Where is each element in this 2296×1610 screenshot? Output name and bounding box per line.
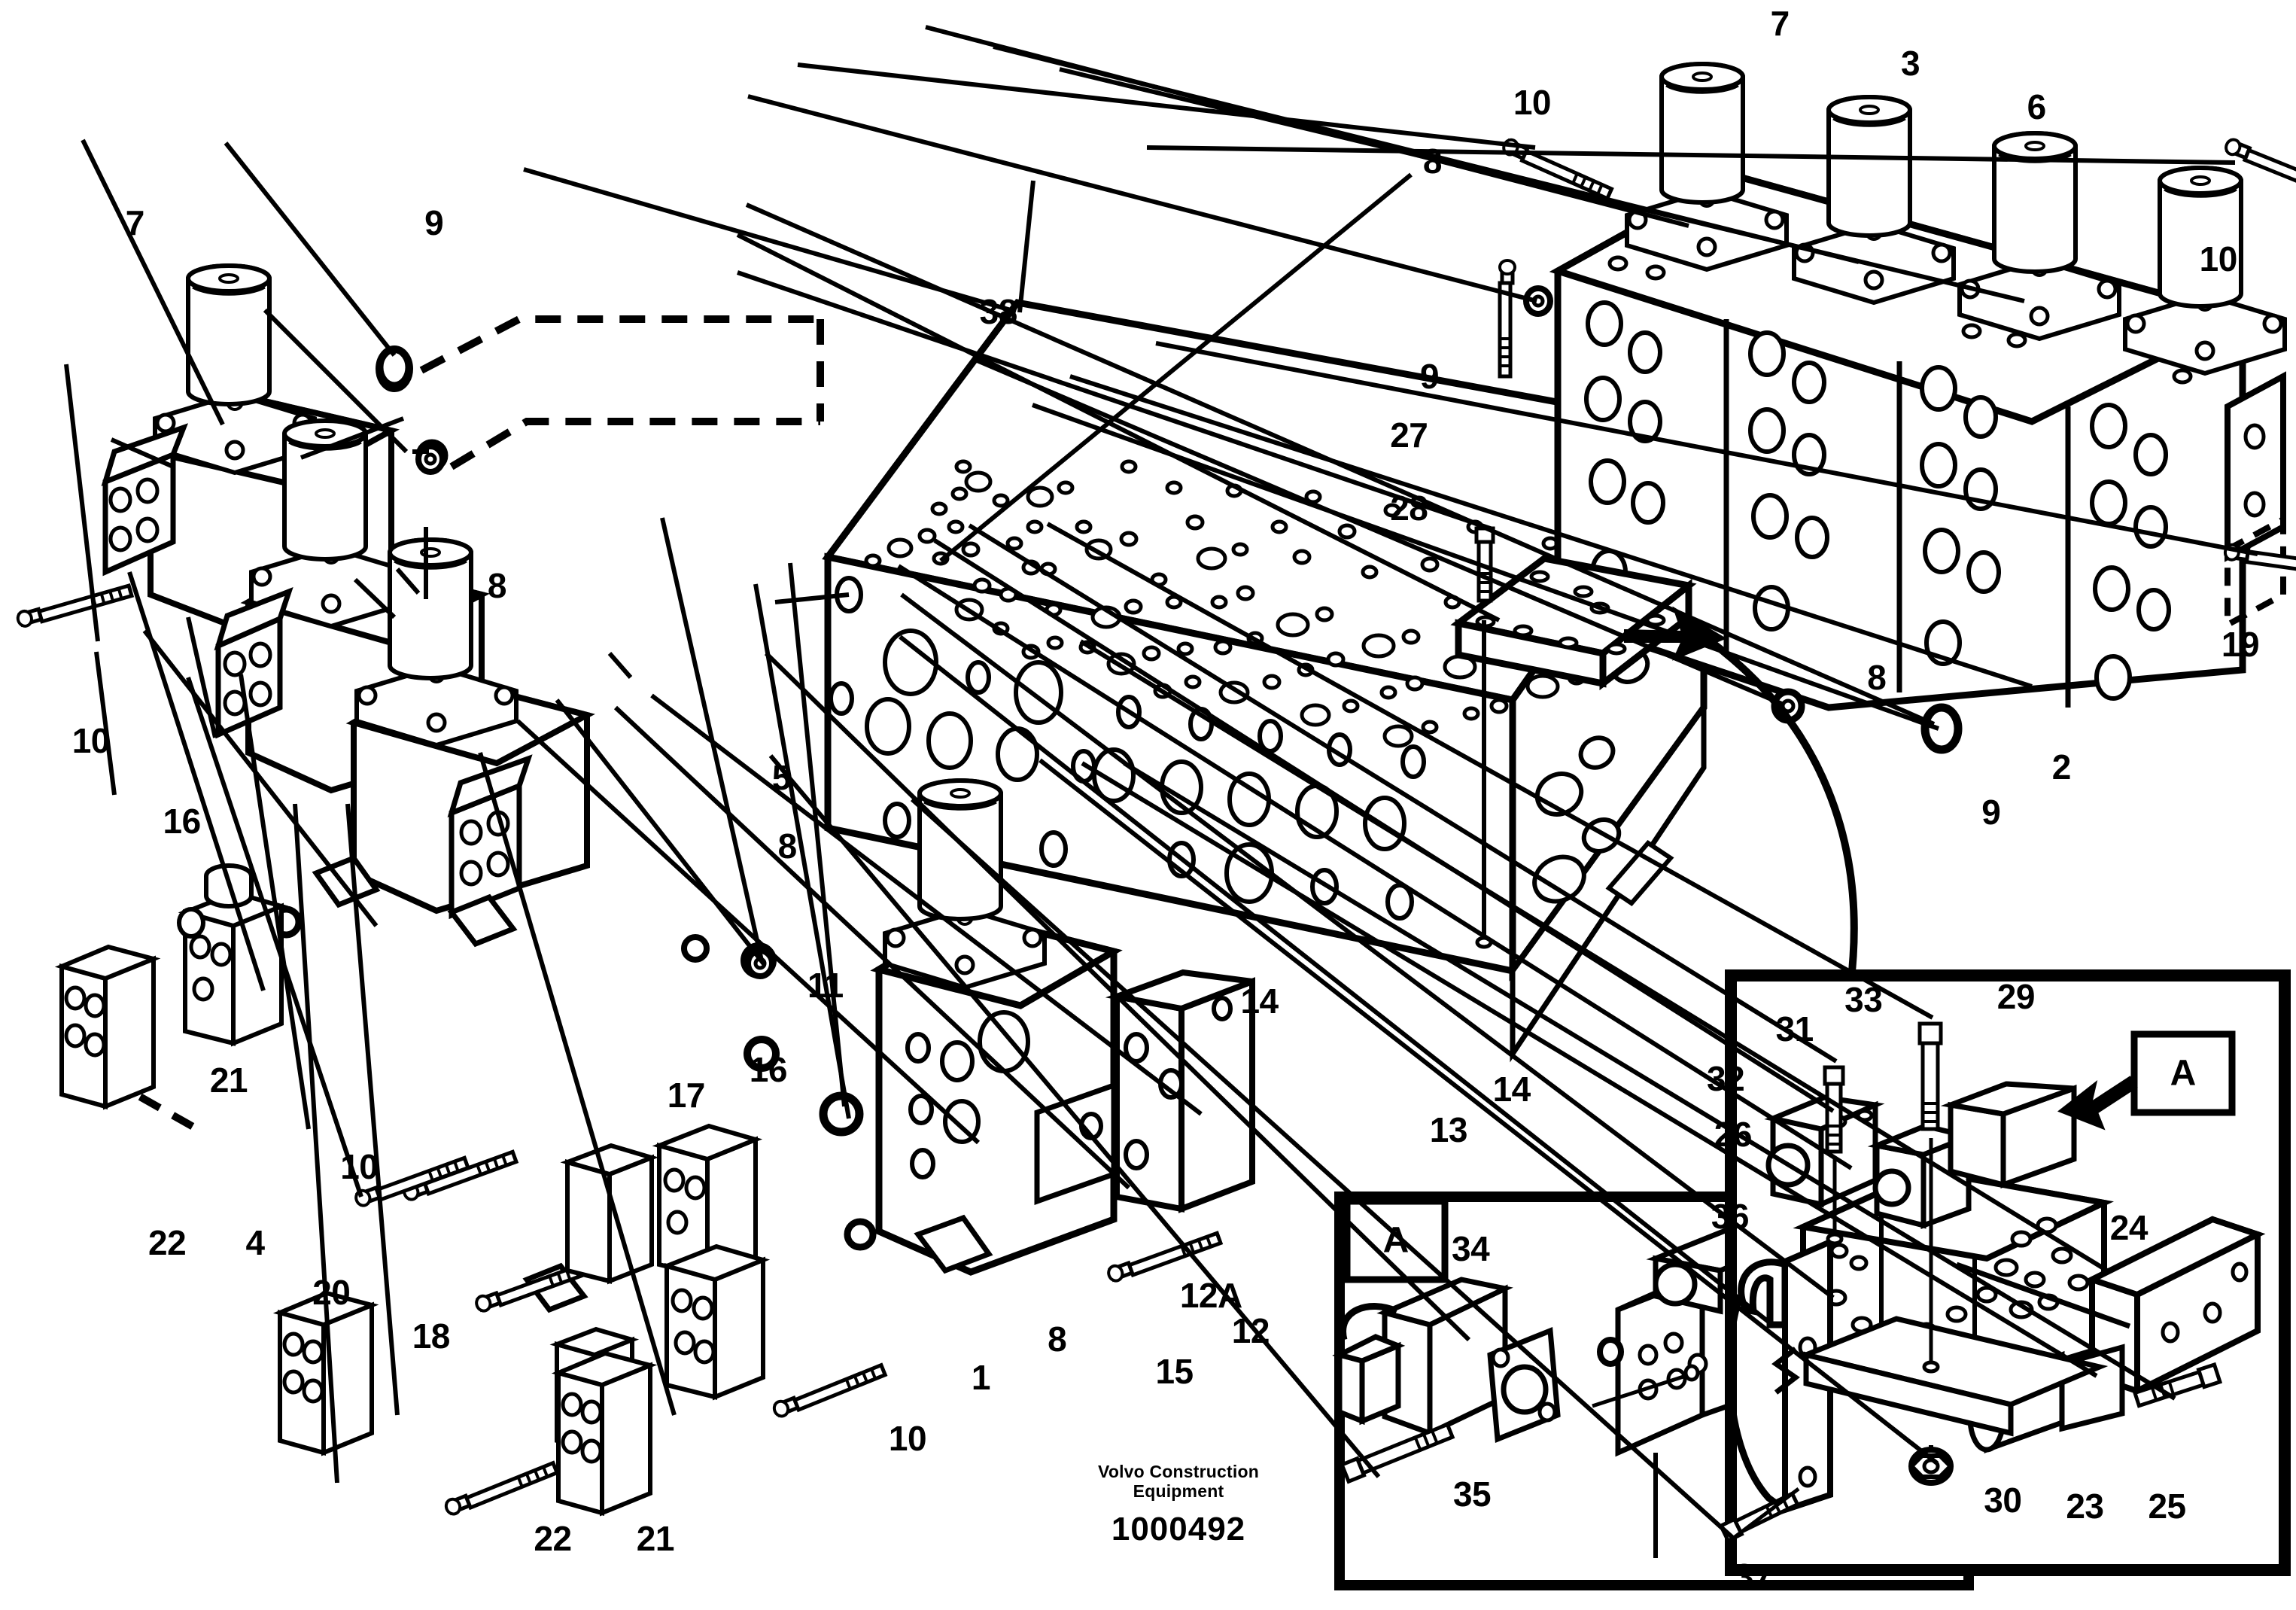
callout-21: 21	[209, 1061, 248, 1100]
callout-20: 20	[312, 1273, 351, 1313]
leader-curve-detailA	[1706, 636, 1858, 979]
callout-9: 9	[1981, 793, 2001, 832]
brand-line-1: Volvo Construction	[1097, 1462, 1260, 1481]
callout-6: 6	[2027, 87, 2047, 126]
callout-16: 16	[163, 801, 201, 841]
callout-29: 29	[1996, 977, 2036, 1017]
callout-38: 38	[979, 292, 1018, 332]
valve-bank-right	[1549, 64, 2285, 711]
callout-8: 8	[1867, 658, 1887, 698]
callout-8: 8	[487, 565, 507, 605]
callout-36: 36	[1711, 1196, 1750, 1236]
callout-17: 17	[667, 1075, 706, 1115]
port-blocks-left	[62, 863, 771, 1513]
callout-9: 9	[1420, 356, 1440, 396]
callout-28: 28	[1390, 488, 1428, 528]
callout-37: 37	[1735, 1557, 1773, 1596]
callout-19: 19	[2221, 624, 2260, 664]
callout-26: 26	[1714, 1115, 1753, 1155]
callout-10: 10	[888, 1419, 927, 1459]
callout-31: 31	[1775, 1009, 1814, 1048]
part-number: 1000492	[1111, 1510, 1246, 1548]
callout-8: 8	[1422, 141, 1443, 181]
block-12	[1105, 969, 1255, 1213]
callout-16: 16	[749, 1050, 788, 1090]
callout-10: 10	[340, 1146, 379, 1186]
callout-8: 8	[777, 826, 798, 866]
callout-12a: 12A	[1179, 1275, 1242, 1315]
detail-marker-a-large: A	[2170, 1053, 2197, 1094]
callout-24: 24	[2109, 1208, 2149, 1248]
callout-3: 3	[1901, 43, 1920, 83]
callout-4: 4	[245, 1222, 265, 1262]
callout-7: 7	[125, 202, 145, 242]
callout-32: 32	[1707, 1059, 1745, 1099]
leader-lines-manifold	[774, 172, 1413, 604]
callout-34: 34	[1452, 1228, 1490, 1268]
callout-22: 22	[534, 1518, 572, 1558]
callout-35: 35	[1452, 1475, 1492, 1514]
oring-9-right	[1920, 703, 1963, 754]
brand-footer: Volvo Construction Equipment 1000492	[1098, 1462, 1259, 1548]
brand-line-2: Equipment	[1133, 1481, 1224, 1501]
callout-25: 25	[2148, 1486, 2186, 1526]
leader-lines	[64, 25, 2258, 1542]
callout-9: 9	[424, 202, 444, 242]
callout-1: 1	[971, 1357, 991, 1397]
callout-23: 23	[2066, 1486, 2104, 1526]
callout-11: 11	[807, 965, 844, 1005]
callout-27: 27	[1390, 415, 1428, 455]
callout-15: 15	[1155, 1352, 1194, 1392]
callout-22: 22	[148, 1222, 187, 1262]
callout-7: 7	[1770, 4, 1790, 44]
callout-8: 8	[1048, 1319, 1067, 1359]
callout-14: 14	[1240, 982, 1279, 1021]
callout-13: 13	[1429, 1110, 1468, 1150]
callout-18: 18	[412, 1316, 451, 1356]
screw-28	[1500, 260, 1515, 376]
callout-14: 14	[1492, 1069, 1531, 1109]
callout-33: 33	[1844, 980, 1883, 1020]
detail-large-contents	[1718, 1021, 2266, 1544]
detail-marker-a-small: A	[1382, 1220, 1410, 1261]
dashed-connector-left	[419, 315, 824, 470]
callout-10: 10	[2199, 239, 2238, 279]
callout-12: 12	[1231, 1310, 1270, 1350]
callout-5: 5	[771, 757, 792, 797]
callout-10: 10	[71, 720, 111, 760]
callout-10: 10	[1513, 83, 1552, 123]
callout-21: 21	[636, 1518, 675, 1558]
callout-30: 30	[1984, 1481, 2022, 1520]
oring-9-left	[376, 345, 413, 392]
callout-2: 2	[2051, 747, 2072, 787]
